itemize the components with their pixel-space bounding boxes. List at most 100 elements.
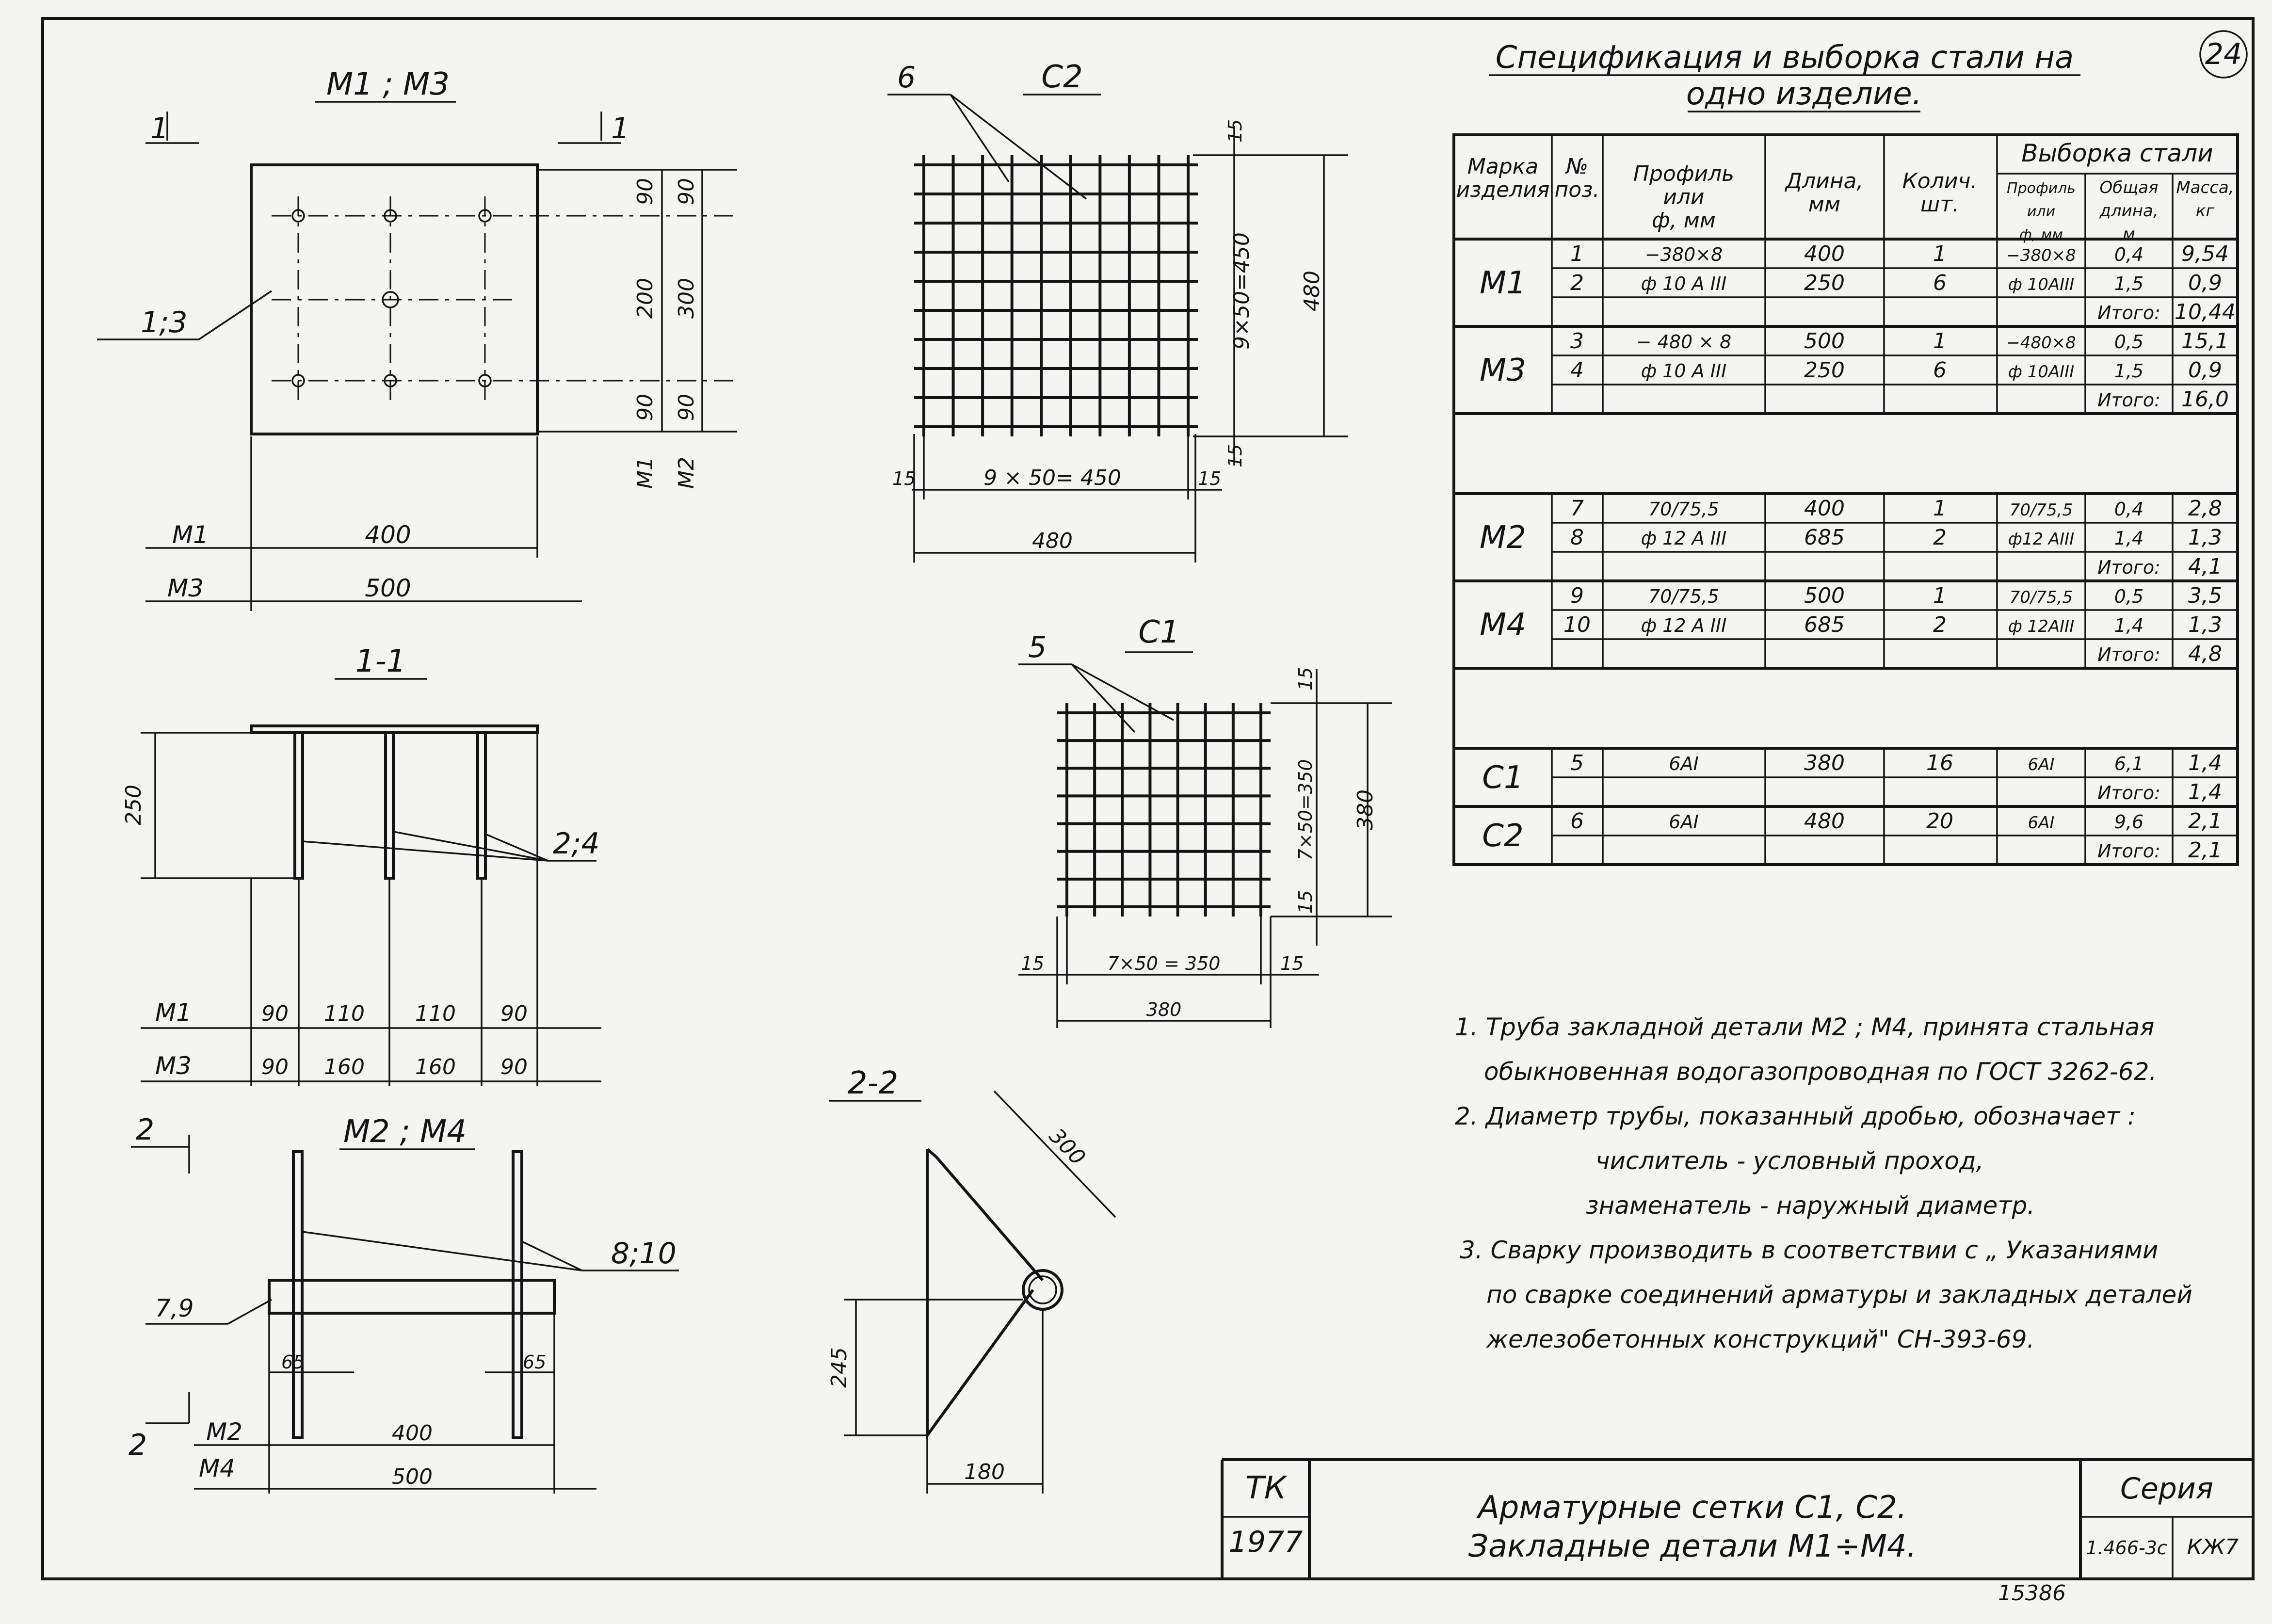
c1-dim-bot: 15 [1295,890,1316,914]
spec-pos: 1 [1570,241,1584,266]
plan-dim-v: 90 [633,394,658,421]
spec-qty: 20 [1926,809,1953,834]
c1-dim-right: 15 [1280,953,1304,974]
spec-sel-mass: 9,54 [2181,241,2229,266]
spec-sel-profile: ф 10АIII [2008,362,2074,382]
plate-outline [250,163,539,435]
view-m2m4: М2 ; М4 2 8;10 7,9 65 65 2 М2 400 М4 500 [129,1113,679,1494]
spec-qty: 2 [1933,612,1947,637]
plan-dim-v: 90 [674,178,699,205]
spec-pos: 5 [1570,751,1584,775]
anchor-bar [293,731,304,880]
spec-sel-mass: 2,1 [2188,838,2222,863]
view-c1: С1 5 15 7×50=350 15 380 15 7×50 = 350 15… [1018,614,1392,1028]
sec22-w: 180 [964,1460,1005,1484]
c2-dim-right: 15 [1198,468,1221,489]
spec-sel-length: 1,4 [2114,528,2143,549]
anchor-bar [384,731,395,880]
view-section-1-1: 1-1 250 2;4 М1 90 110 110 90 М3 90 160 1… [121,643,601,1086]
section-mark-left: 1 [150,112,169,145]
leader-5: 5 [1028,630,1047,664]
spec-sel-mass: 10,44 [2175,300,2236,324]
view-section-2-2: 2-2 300 245 180 [827,1065,1116,1494]
bent-bars [926,1148,1044,1440]
spec-head-sel-mass: Масса, [2176,178,2234,197]
spec-head-sel-profile: ф, мм [2019,226,2063,243]
sec11-m1-dim: 90 [500,1001,528,1026]
spec-length: 685 [1804,525,1845,550]
spec-head-mark: Марка [1467,154,1538,179]
note-line: знаменатель - наружный диаметр. [1586,1191,2035,1220]
sec11-height: 250 [121,785,146,825]
spec-sel-mass: 16,0 [2181,387,2229,412]
spec-length: 500 [1804,583,1845,608]
spec-head-sel-total: длина, [2099,201,2158,221]
spec-pos: 10 [1563,612,1591,637]
spec-head-pos: № [1564,154,1588,179]
stamp-number: 15386 [1998,1581,2066,1606]
note-line: 2. Диаметр трубы, показанный дробью, обо… [1455,1102,2136,1130]
spec-sel-length: 1,5 [2114,360,2143,382]
spec-profile: 70/75,5 [1648,586,1719,607]
spec-sel-length: 1,5 [2114,273,2143,294]
leader-24: 2;4 [553,827,600,861]
tb-series-label: Серия [2120,1472,2213,1506]
m2m4-dim-value: 500 [392,1464,433,1489]
c1-dim-mid: 7×50=350 [1295,759,1316,861]
leader-6: 6 [897,61,916,95]
sheet-number: 24 [2205,37,2242,71]
sec11-m1-mark: М1 [155,998,192,1027]
spec-mark: С2 [1482,818,1523,854]
plan-dim-v: 90 [633,178,658,205]
spec-sel-profile: 6АI [2028,755,2055,774]
c1-dim-span: 7×50 = 350 [1108,953,1221,974]
spec-head-length: Длина, [1785,169,1864,193]
c2-dim-mid: 9×50=450 [1229,232,1254,350]
sec22-len: 300 [1044,1124,1090,1170]
spec-pos: 7 [1570,496,1584,521]
spec-qty: 2 [1933,525,1947,550]
pipe-body [268,1279,556,1315]
spec-section: Спецификация и выборка стали на одно изд… [1452,40,2239,866]
spec-sel-profile: ф 12АIII [2008,617,2074,636]
plan-dim-v: 300 [674,278,699,319]
m2m4-dim-65-left: 65 [281,1351,305,1373]
sheet-frame [41,17,2255,1580]
sec11-m1-dim: 90 [261,1001,289,1026]
spec-sel-length: 6,1 [2114,753,2143,774]
spec-head-sel-total: Общая [2099,178,2158,197]
spec-profile: ф 10 А III [1641,360,1727,382]
spec-qty: 6 [1933,271,1947,295]
spec-qty: 1 [1933,329,1947,354]
spec-head-sel-mass: кг [2196,201,2215,221]
spec-sel-length: 0,5 [2114,331,2143,353]
note-line: 3. Сварку производить в соответствии с „… [1460,1236,2158,1264]
spec-sel-mass: 0,9 [2188,358,2222,383]
sec11-m3-dim: 90 [500,1055,528,1079]
c2-title: С2 [1041,59,1082,95]
plate-plan-title: М1 ; М3 [326,66,450,102]
spec-pos: 2 [1570,271,1584,295]
leader-79: 7,9 [155,1294,194,1322]
section-2-mark-bottom: 2 [129,1428,147,1462]
c2-dim-width: 480 [1032,529,1073,553]
c1-dim-width: 380 [1146,999,1182,1020]
spec-mark: М2 [1480,520,1526,556]
spec-sel-length: 1,4 [2114,615,2143,636]
spec-head-sel-total: м [2123,225,2135,244]
tb-title-line1: Арматурные сетки С1, С2. [1476,1490,1907,1526]
c1-dim-left: 15 [1021,953,1044,974]
spec-qty: 1 [1933,496,1947,521]
spec-profile: −380×8 [1645,244,1723,265]
sec11-m3-dim: 160 [324,1055,365,1079]
tb-series-code: 1.466-3с [2086,1537,2167,1559]
spec-pos: 9 [1570,583,1584,608]
spec-qty: 1 [1933,241,1947,266]
spec-sel-mass: 1,4 [2188,780,2222,804]
plan-dim-v: 90 [674,394,699,421]
spec-sel-mass: 4,1 [2188,554,2222,579]
c2-dim-bot: 15 [1225,444,1246,467]
c1-mesh-grid [1057,703,1271,917]
spec-head-pos: поз. [1554,177,1599,202]
sec11-m1-dim: 110 [324,1001,365,1026]
